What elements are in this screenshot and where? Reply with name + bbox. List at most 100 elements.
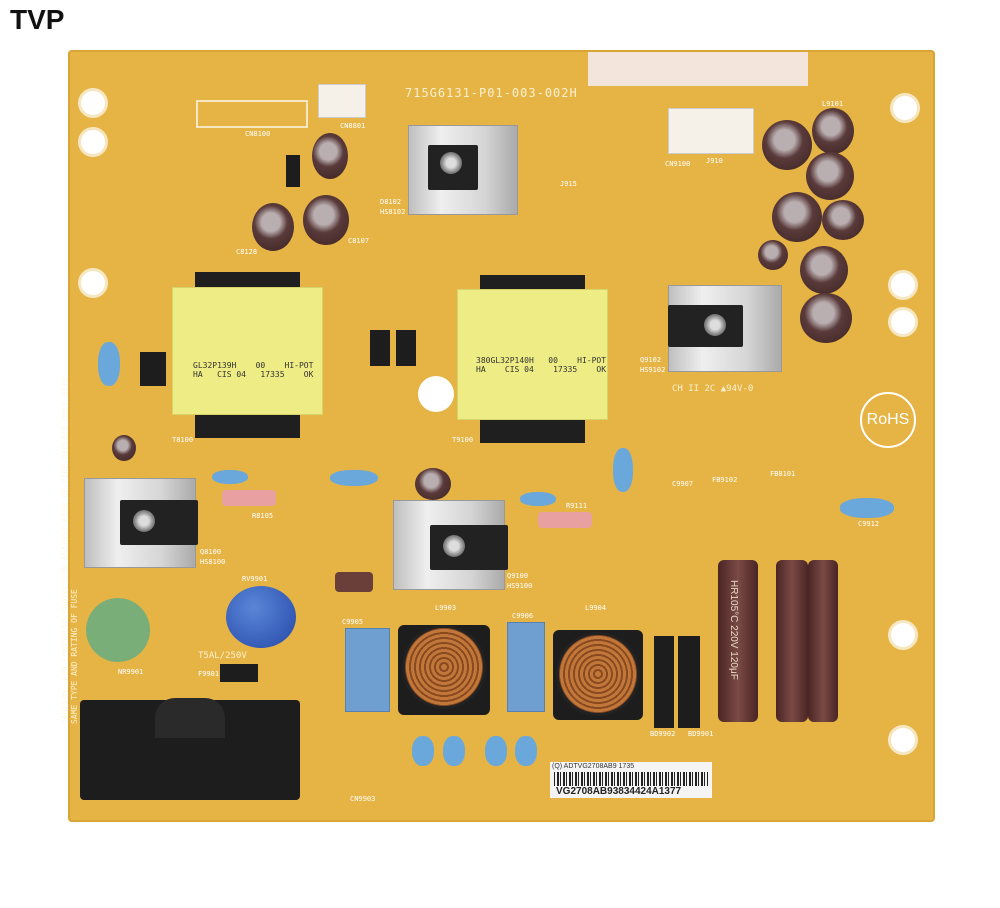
screw-icon: [440, 152, 462, 174]
barcode-icon: [554, 772, 708, 786]
transformer-t9100: 380GL32P140H 00 HI-POT HA CIS 04 17335 O…: [457, 289, 608, 420]
capacitor: [312, 133, 348, 179]
silk-label: CN8801: [340, 122, 366, 130]
screw-icon: [704, 314, 726, 336]
board-hole: [418, 376, 454, 412]
brand-label: TVP: [10, 4, 65, 35]
transistor-q9100: [430, 525, 508, 570]
y-capacitor: [98, 342, 120, 386]
choke-l9904: [556, 632, 640, 716]
fuse-rating: T5AL/250V: [198, 651, 247, 661]
silk-label: T9100: [452, 436, 474, 444]
diode: [286, 155, 300, 187]
silk-label: C9907: [672, 480, 694, 488]
capacitor: [415, 468, 451, 500]
silk-label: BD9901: [688, 730, 714, 738]
mounting-hole: [890, 93, 920, 123]
barcode-serial: VG2708AB93834424A1377: [556, 786, 682, 797]
resistor-r8105: [222, 490, 276, 506]
silk-label: HS8102: [380, 208, 406, 216]
part-number: 715G6131-P01-003-002H: [405, 86, 578, 100]
mounting-hole: [888, 725, 918, 755]
mounting-hole: [888, 307, 918, 337]
transformer-label: 380GL32P140H 00 HI-POT: [476, 356, 607, 365]
transformer-label: HA CIS 04 17335 OK: [476, 365, 607, 374]
x-capacitor-c9905: [345, 628, 390, 712]
silk-label: CN8100: [245, 130, 271, 138]
capacitor: [758, 240, 788, 270]
silk-label: Q9102: [640, 356, 662, 364]
silk-label: C9905: [342, 618, 364, 626]
silk-label: CN9903: [350, 795, 376, 803]
choke-l9903: [402, 625, 486, 709]
y-capacitor: [485, 736, 507, 766]
varistor-rv9901: [226, 586, 296, 648]
capacitor: [335, 572, 373, 592]
y-capacitor: [412, 736, 434, 766]
silk-label: R8105: [252, 512, 274, 520]
y-capacitor: [212, 470, 248, 484]
y-capacitor-c9912: [840, 498, 894, 518]
transformer-label: GL32P139H 00 HI-POT: [193, 361, 314, 370]
silk-label: Q8100: [200, 548, 222, 556]
silk-label: T8100: [172, 436, 194, 444]
ac-connector-latch: [155, 698, 225, 738]
silk-label: C8107: [348, 237, 370, 245]
bulk-capacitor: [776, 560, 808, 722]
silk-label: NR9901: [118, 668, 144, 676]
bulk-capacitor: [808, 560, 838, 722]
silk-label: J915: [560, 180, 577, 188]
screw-icon: [133, 510, 155, 532]
transformer-label: HA CIS 04 17335 OK: [193, 370, 314, 379]
capacitor-c9104: [772, 192, 822, 242]
mounting-hole: [888, 270, 918, 300]
transformer-t8100: GL32P139H 00 HI-POT HA CIS 04 17335 OK: [172, 287, 323, 415]
mounting-hole: [78, 88, 108, 118]
capacitor-c9106: [800, 293, 852, 343]
capacitor-rating: HR105°C 220V 120μF: [728, 580, 739, 680]
y-capacitor: [613, 448, 633, 492]
silk-label: L9903: [435, 604, 457, 612]
ic-8101: [370, 330, 390, 366]
rohs-mark: RoHS: [860, 392, 916, 448]
capacitor: [762, 120, 812, 170]
silk-label: HS9102: [640, 366, 666, 374]
silk-label: R9111: [566, 502, 588, 510]
silk-label: T5AL/250V: [200, 900, 238, 908]
silk-label: Q9100: [507, 572, 529, 580]
y-capacitor: [520, 492, 556, 506]
silk-label: HS8100: [200, 558, 226, 566]
silk-label: FB9102: [712, 476, 738, 484]
caution-text: CAUTION: FOR CONTINUED PROTECTION AGAINS…: [61, 377, 79, 724]
connector-cn8801: [318, 84, 366, 118]
silk-label: L9101: [822, 100, 844, 108]
connector-cn9100: [668, 108, 754, 154]
silk-label: D8102: [380, 198, 402, 206]
barcode-sticker: (Q) ADTVG2708AB9 1735 VG2708AB93834424A1…: [550, 762, 712, 798]
ic: [140, 352, 166, 386]
silk-label: J910: [706, 157, 723, 165]
screw-icon: [443, 535, 465, 557]
fuse-f9901: [220, 664, 258, 682]
resistor-r9111: [538, 512, 592, 528]
capacitor: [112, 435, 136, 461]
silk-label: C9906: [512, 612, 534, 620]
silk-label: FB8101: [770, 470, 796, 478]
bridge-rectifier-bd9901: [678, 636, 700, 728]
connector-cn8100: [196, 100, 308, 128]
mounting-hole: [78, 268, 108, 298]
mounting-hole: [888, 620, 918, 650]
top-sticker: [588, 52, 808, 86]
silk-label: L9904: [585, 604, 607, 612]
ic-9101: [396, 330, 416, 366]
x-capacitor-c9906: [507, 622, 545, 712]
y-capacitor: [515, 736, 537, 766]
mounting-hole: [78, 127, 108, 157]
silk-label: C8128: [236, 248, 258, 256]
y-capacitor: [330, 470, 378, 486]
capacitor-c9108: [800, 246, 848, 294]
silk-label: BD9902: [650, 730, 676, 738]
silk-label: F9901: [198, 670, 220, 678]
transistor-q8100: [120, 500, 198, 545]
capacitor: [822, 200, 864, 240]
